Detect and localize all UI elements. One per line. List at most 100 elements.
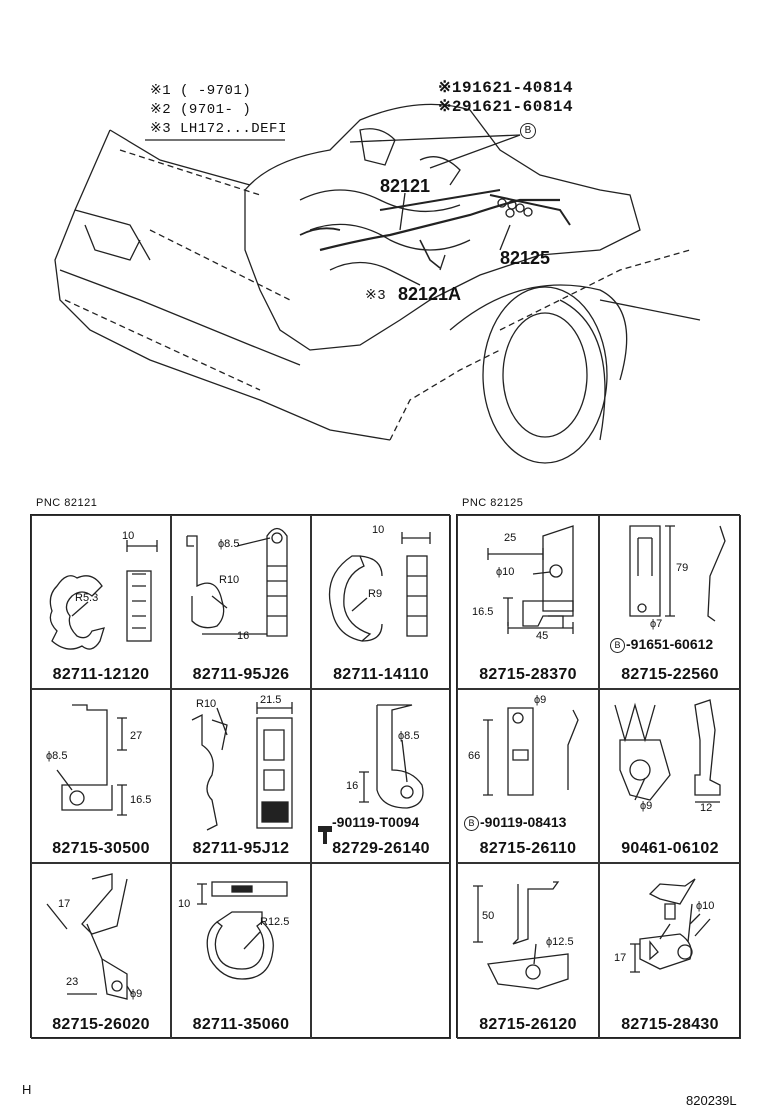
engine-illustration: ※1 ( -9701) ※2 (9701- ) ※3 LH172...DEFI …: [0, 0, 760, 500]
dim-50: 50: [482, 910, 495, 922]
dim-r10: R10: [196, 698, 217, 710]
dim-215: 21.5: [260, 694, 282, 706]
b-marker-icon: B: [520, 123, 536, 139]
part-number[interactable]: 82715-26120: [479, 1016, 577, 1033]
part-number[interactable]: 82711-95J12: [192, 840, 290, 857]
bolt-icon: [318, 826, 332, 844]
part-number[interactable]: 82711-35060: [192, 1016, 290, 1033]
part-cell-82715-26020[interactable]: 17 23 ϕ9 82715-26020: [31, 863, 171, 1039]
right-table-title: PNC 82125: [462, 497, 524, 509]
dim-10: 10: [372, 524, 385, 536]
dim-66: 66: [468, 750, 481, 762]
dim-phi85: ϕ8.5: [398, 730, 420, 742]
part-cell-82715-28370[interactable]: 25 ϕ10 16.5 45 82715-28370: [457, 515, 599, 689]
clip-drawing: [186, 527, 288, 637]
part-number[interactable]: 82715-30500: [52, 840, 150, 857]
dim-45: 45: [536, 630, 549, 642]
sub-part-number[interactable]: -90119-T0094: [332, 814, 420, 830]
footer-left-code: H: [22, 1082, 32, 1097]
sub-part-number[interactable]: B-90119-08413: [464, 814, 566, 831]
dim-r10: R10: [219, 574, 240, 586]
part-cell-82715-30500[interactable]: 27 ϕ8.5 16.5 82715-30500: [31, 689, 171, 863]
bracket-drawing: [629, 525, 726, 622]
footer-diagram-id: 820239L: [686, 1093, 737, 1108]
part-cell-82711-14110[interactable]: 10 R9 82711-14110: [311, 515, 451, 689]
clip-drawing: [191, 702, 293, 831]
right-parts-table: 25 ϕ10 16.5 45 82715-28370 79 ϕ7 B-91651…: [456, 514, 741, 1039]
dim-27: 27: [130, 730, 143, 742]
ref-1: ※191621-40814: [438, 79, 574, 97]
part-number[interactable]: 82715-26020: [52, 1016, 150, 1033]
clip-drawing: [328, 532, 431, 642]
bracket-drawing: [46, 873, 133, 1000]
dim-phi85: ϕ8.5: [46, 750, 68, 762]
dim-17: 17: [58, 898, 71, 910]
dim-10: 10: [178, 898, 191, 910]
dim-16: 16: [237, 630, 250, 642]
dim-r53: R5.3: [75, 592, 99, 604]
note-3: ※3 LH172...DEFI: [150, 121, 287, 137]
clip-drawing: [197, 881, 288, 980]
dim-phi9: ϕ9: [640, 800, 653, 812]
b-marker-icon: B: [610, 637, 625, 653]
part-cell-82711-35060[interactable]: 10 R12.5 82711-35060: [171, 863, 311, 1039]
engine-bay-drawing: [54, 103, 701, 464]
part-cell-82711-12120[interactable]: 10 R5.3 82711-12120: [31, 515, 171, 689]
note-1: ※1 ( -9701): [150, 83, 252, 99]
dim-17: 17: [614, 952, 627, 964]
part-number[interactable]: 82715-28430: [621, 1016, 719, 1033]
left-parts-table: 10 R5.3 82711-12120 ϕ8.5 R10 16 82711-95…: [30, 514, 451, 1039]
part-cell-82715-22560[interactable]: 79 ϕ7 B-91651-60612 82715-22560: [599, 515, 741, 689]
callout-82121a: 82121A: [398, 284, 462, 304]
clip-drawing: [49, 540, 158, 650]
clip-drawing: [614, 699, 721, 803]
dim-165: 16.5: [472, 606, 494, 618]
part-cell-82715-26110[interactable]: ϕ9 66 B-90119-08413 82715-26110: [457, 689, 599, 863]
part-number[interactable]: 82711-14110: [333, 666, 429, 683]
dim-16: 16: [346, 780, 359, 792]
part-cell-82715-26120[interactable]: 50 ϕ12.5 82715-26120: [457, 863, 599, 1039]
part-number[interactable]: 82711-12120: [52, 666, 150, 683]
dim-phi10: ϕ10: [696, 900, 715, 912]
sub-part-number[interactable]: B-91651-60612: [610, 636, 713, 653]
part-cell-90461-06102[interactable]: ϕ9 12 90461-06102: [599, 689, 741, 863]
part-number[interactable]: 82715-22560: [621, 666, 719, 683]
dim-phi9: ϕ9: [534, 694, 547, 706]
part-number[interactable]: 90461-06102: [621, 840, 719, 857]
part-number[interactable]: 82711-95J26: [192, 666, 290, 683]
callout-82121: 82121: [380, 176, 431, 196]
dim-r125: R12.5: [260, 916, 290, 928]
dim-phi125: ϕ12.5: [546, 936, 574, 948]
left-table-title: PNC 82121: [36, 497, 98, 509]
bracket-drawing: [483, 707, 579, 796]
callout-82125: 82125: [500, 248, 551, 268]
dim-23: 23: [66, 976, 79, 988]
part-cell-82711-95J26[interactable]: ϕ8.5 R10 16 82711-95J26: [171, 515, 311, 689]
bracket-drawing: [56, 704, 127, 816]
dim-25: 25: [504, 532, 517, 544]
ref-2: ※291621-60814: [438, 98, 574, 116]
dim-79: 79: [676, 562, 689, 574]
dim-phi10: ϕ10: [496, 566, 515, 578]
part-cell-82715-28430[interactable]: ϕ10 17 82715-28430: [599, 863, 741, 1039]
dim-r9: R9: [368, 588, 383, 600]
bracket-drawing: [630, 878, 711, 973]
part-number[interactable]: 82715-28370: [479, 666, 577, 683]
bracket-drawing: [473, 881, 569, 990]
dim-phi7: ϕ7: [650, 618, 663, 630]
empty-cell: [311, 863, 451, 1039]
part-cell-82729-26140[interactable]: ϕ8.5 16 -90119-T0094 82729-26140: [311, 689, 451, 863]
part-number[interactable]: 82729-26140: [332, 840, 430, 857]
callout-82121a-mark: ※3: [365, 288, 387, 304]
dim-12: 12: [700, 802, 713, 814]
part-cell-82711-95J12[interactable]: R10 21.5 82711-95J12: [171, 689, 311, 863]
bracket-drawing: [318, 704, 424, 844]
dim-phi85: ϕ8.5: [218, 538, 240, 550]
bracket-drawing: [487, 525, 574, 634]
note-2: ※2 (9701- ): [150, 102, 252, 118]
dim-10: 10: [122, 530, 135, 542]
b-marker-icon: B: [464, 815, 479, 831]
part-number[interactable]: 82715-26110: [479, 840, 577, 857]
dim-phi9: ϕ9: [130, 988, 143, 1000]
dim-165: 16.5: [130, 794, 152, 806]
